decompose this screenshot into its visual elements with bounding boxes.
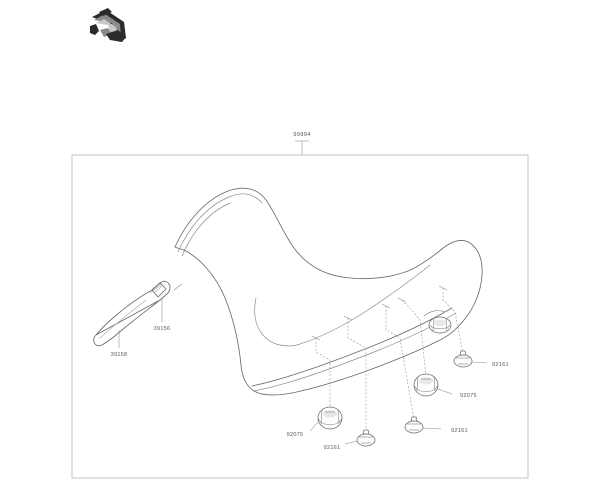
callout-label-bolt-2: 92161 (451, 428, 468, 434)
hardware-bolt-3 (453, 350, 473, 368)
hardware-grommet-rail (428, 316, 452, 334)
hardware-grommet-1 (317, 406, 343, 430)
callout-label-strip-near: 39156 (154, 326, 171, 332)
callout-label-strip-far: 39158 (111, 352, 128, 358)
hardware-bolt-1 (356, 429, 376, 447)
diagram-border (71, 154, 529, 479)
callout-label-bolt-1: 92161 (324, 445, 341, 451)
strip-attach-leader (173, 283, 183, 291)
callout-label-grommet-1: 92075 (287, 432, 304, 438)
callout-label-bolt-3: 92161 (492, 362, 509, 368)
seat-trim-strip (93, 280, 171, 347)
seat-body-outline (174, 187, 483, 396)
label-leader-lines (309, 361, 488, 445)
hardware-grommet-2 (413, 373, 439, 397)
callout-label-assembly: 99994 (293, 132, 311, 138)
hardware-leaders (311, 285, 464, 432)
callout-label-grommet-2: 92075 (460, 393, 477, 399)
hardware-bolt-2 (404, 416, 424, 434)
callout-leader-top (295, 140, 309, 155)
manufacturer-emblem (90, 8, 126, 42)
